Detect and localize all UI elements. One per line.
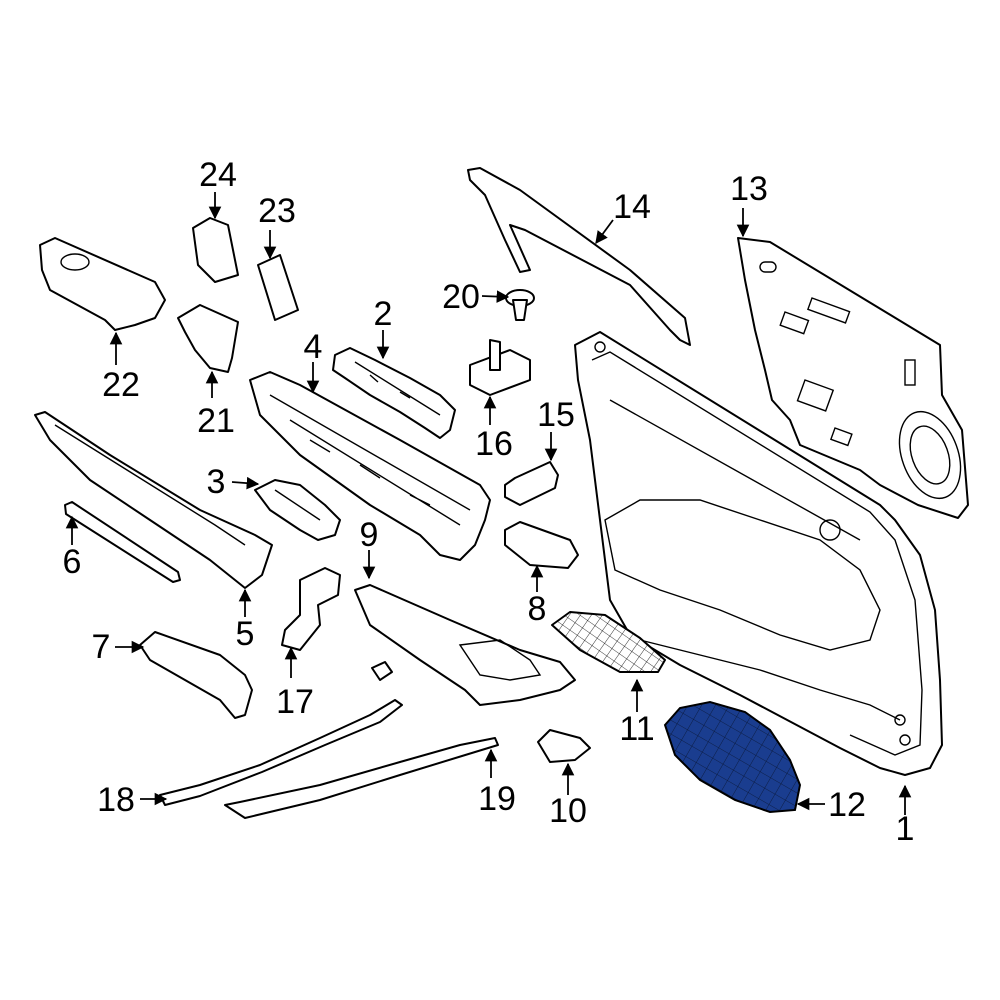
callout-13: 13 <box>730 170 768 208</box>
part-17-holder <box>281 567 341 651</box>
callout-17: 17 <box>276 683 314 721</box>
callout-12: 12 <box>828 786 866 824</box>
callout-labels: 1 2 3 4 5 6 7 8 9 10 11 12 13 14 15 16 1… <box>63 156 915 848</box>
part-8-switch-bezel <box>504 521 579 569</box>
part-23-block <box>257 254 299 321</box>
part-3-inner-handle <box>254 479 341 541</box>
callout-2: 2 <box>374 295 393 333</box>
part-13-water-shield <box>737 237 969 519</box>
part-2-bracket <box>332 347 456 439</box>
part-15-switch <box>504 461 559 506</box>
leader-3 <box>231 476 260 490</box>
part-22-tray <box>39 237 166 331</box>
callout-19: 19 <box>478 780 516 818</box>
part-24-block <box>192 217 239 283</box>
leader-14 <box>595 219 614 245</box>
part-20-clip <box>505 289 535 321</box>
part-14-belt-molding <box>467 167 691 346</box>
callout-21: 21 <box>197 402 235 440</box>
callout-22: 22 <box>102 366 140 404</box>
callout-9: 9 <box>360 516 379 554</box>
part-19-light-strip <box>224 737 499 819</box>
callout-16: 16 <box>475 425 513 463</box>
callout-1: 1 <box>896 810 915 848</box>
callout-7: 7 <box>92 628 111 666</box>
part-1-door-trim-panel <box>574 331 943 776</box>
callout-8: 8 <box>528 590 547 628</box>
part-11-speaker-grille <box>551 611 666 673</box>
callout-23: 23 <box>258 192 296 230</box>
callout-14: 14 <box>613 188 651 226</box>
leader-20 <box>481 290 510 303</box>
part-5-upper-trim <box>34 411 273 589</box>
callout-3: 3 <box>207 463 226 501</box>
part-18-wiring <box>159 661 403 806</box>
part-9-armrest <box>354 584 576 706</box>
part-21-cup <box>177 304 239 373</box>
callout-5: 5 <box>236 615 255 653</box>
part-7-pocket <box>139 631 253 719</box>
part-16-lock-knob <box>469 339 531 396</box>
part-4-armrest-frame <box>249 371 491 561</box>
callout-24: 24 <box>199 156 237 194</box>
callout-18: 18 <box>97 781 135 819</box>
callout-10: 10 <box>549 792 587 830</box>
part-10-clip <box>537 729 591 763</box>
leader-lines <box>65 192 912 815</box>
callout-11: 11 <box>619 710 654 748</box>
callout-20: 20 <box>442 278 480 316</box>
callout-15: 15 <box>537 396 575 434</box>
part-12-speaker-grille-highlighted <box>663 700 802 814</box>
part-6-strip <box>64 501 181 583</box>
callout-6: 6 <box>63 543 82 581</box>
callout-4: 4 <box>304 328 323 366</box>
